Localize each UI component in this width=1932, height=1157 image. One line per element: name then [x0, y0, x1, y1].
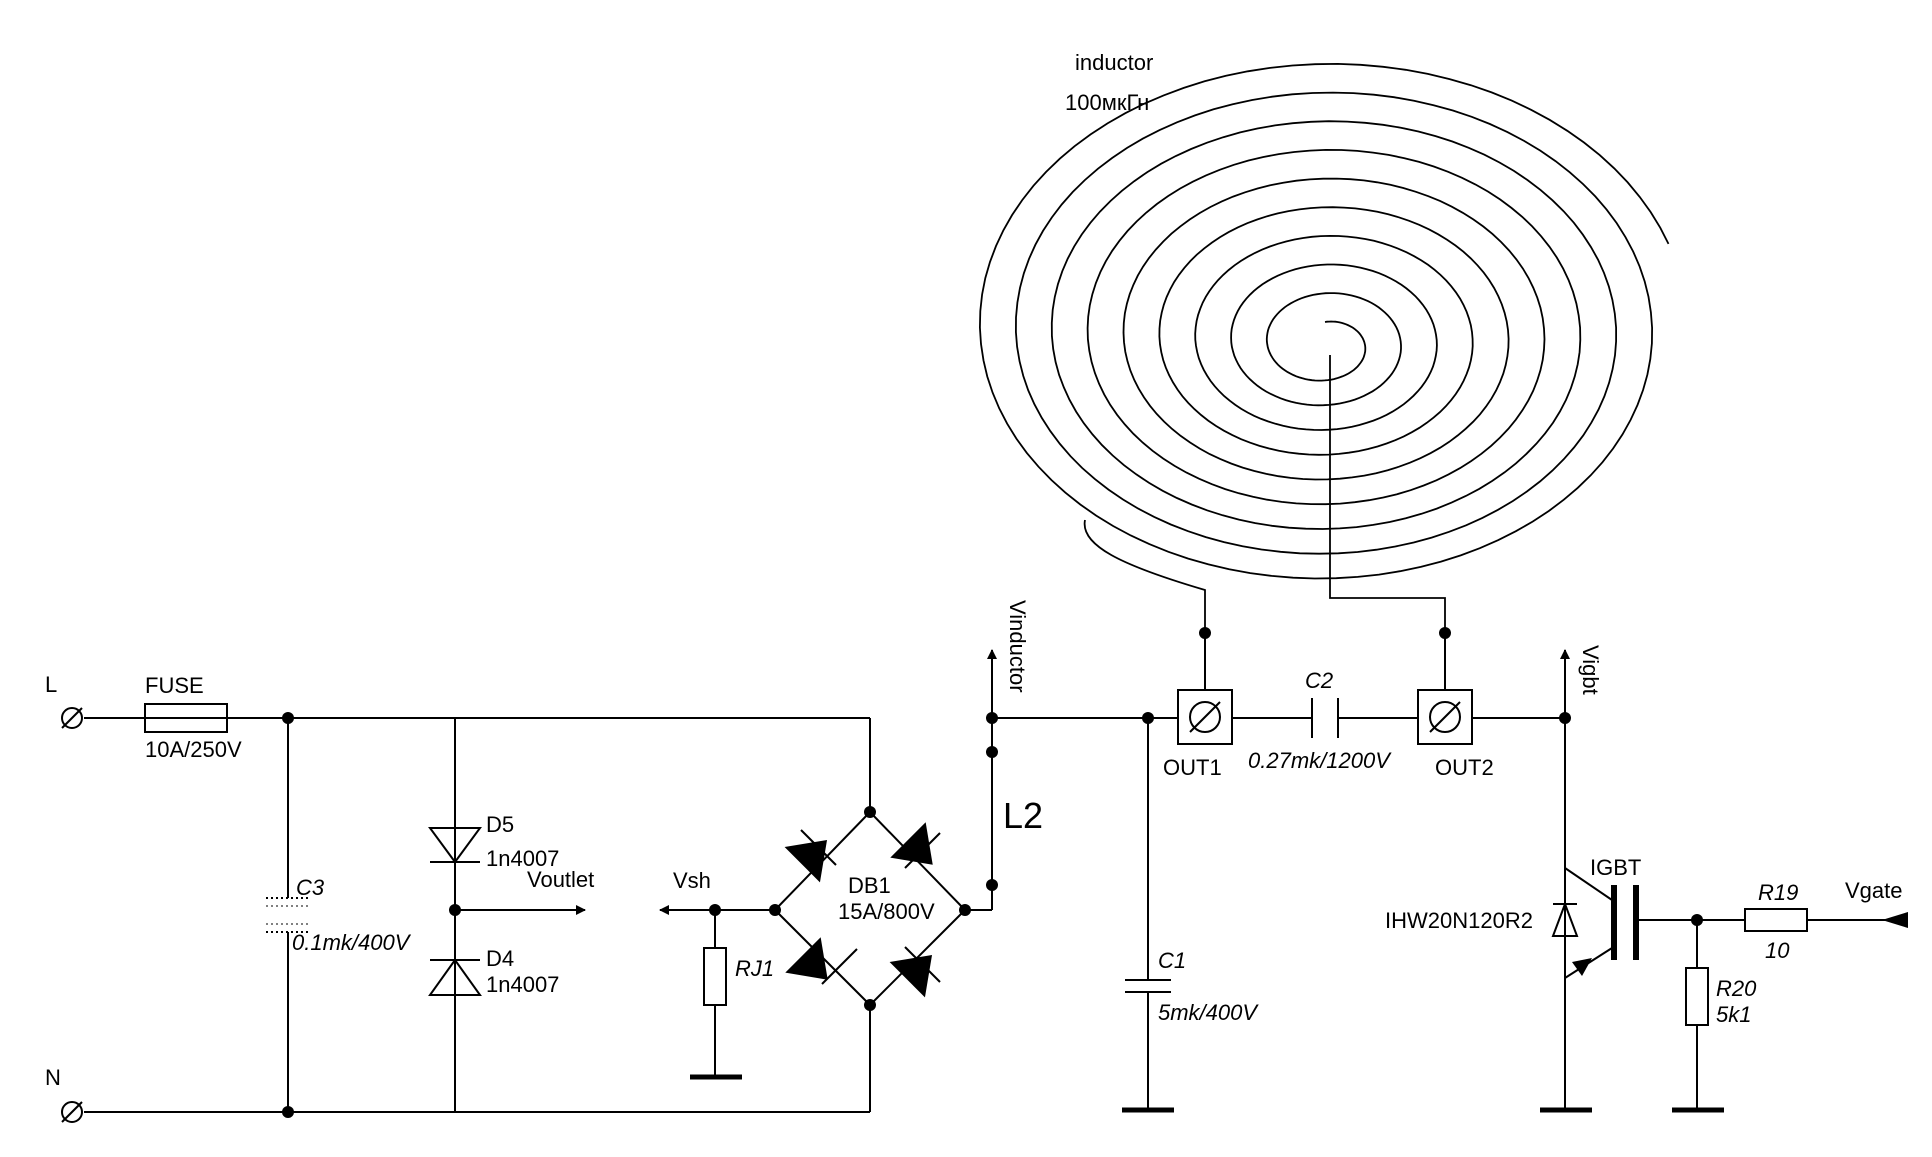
r20-name-label: R20 [1716, 976, 1757, 1001]
inductor-name-label: inductor [1075, 50, 1153, 75]
terminal-n-label: N [45, 1065, 61, 1090]
fuse-value-label: 10A/250V [145, 737, 242, 762]
voutlet-label: Voutlet [527, 867, 594, 892]
fuse-name-label: FUSE [145, 673, 204, 698]
capacitor-c2 [1311, 698, 1339, 738]
terminal-n [61, 1101, 83, 1123]
d4-value-label: 1n4007 [486, 972, 559, 997]
c2-name-label: C2 [1305, 668, 1333, 693]
terminal-l-label: L [45, 672, 57, 697]
resistor-r19 [1744, 908, 1808, 932]
diode-d4 [428, 958, 482, 996]
connector-out1 [1177, 633, 1233, 745]
connector-out2 [1417, 633, 1473, 745]
diode-d5 [428, 827, 482, 864]
d5-value-label: 1n4007 [486, 846, 559, 871]
db1-value-label: 15A/800V [838, 899, 935, 924]
d5-name-label: D5 [486, 812, 514, 837]
vgate-label: Vgate [1845, 878, 1903, 903]
r20-value-label: 5k1 [1716, 1002, 1751, 1027]
igbt-name-label: IGBT [1590, 855, 1641, 880]
capacitor-c1 [1125, 979, 1171, 993]
igbt-part-label: IHW20N120R2 [1385, 908, 1533, 933]
junction-dots [282, 627, 1703, 1118]
inductor-value-label: 100мкГн [1065, 90, 1149, 115]
l2-label: L2 [1003, 795, 1043, 836]
c3-name-label: C3 [296, 875, 325, 900]
vinductor-label: Vinductor [1005, 600, 1030, 693]
bridge-rectifier-db1 [774, 811, 966, 1006]
d4-name-label: D4 [486, 946, 514, 971]
igbt-transistor [1551, 867, 1648, 979]
c1-value-label: 5mk/400V [1158, 1000, 1259, 1025]
capacitor-c3 [266, 897, 310, 933]
inductor-coil [978, 62, 1670, 633]
vgate-arrow [1882, 912, 1908, 928]
r19-value-label: 10 [1765, 938, 1790, 963]
out2-label: OUT2 [1435, 755, 1494, 780]
c2-value-label: 0.27mk/1200V [1248, 748, 1392, 773]
out1-label: OUT1 [1163, 755, 1222, 780]
c3-value-label: 0.1mk/400V [292, 930, 412, 955]
vigbt-label: Vigbt [1578, 645, 1603, 695]
terminal-l [61, 707, 83, 729]
db1-name-label: DB1 [848, 873, 891, 898]
c1-name-label: C1 [1158, 948, 1186, 973]
resistor-rj1 [703, 947, 727, 1006]
r19-name-label: R19 [1758, 880, 1798, 905]
rj1-name-label: RJ1 [735, 956, 774, 981]
resistor-r20 [1685, 967, 1709, 1026]
vsh-label: Vsh [673, 868, 711, 893]
